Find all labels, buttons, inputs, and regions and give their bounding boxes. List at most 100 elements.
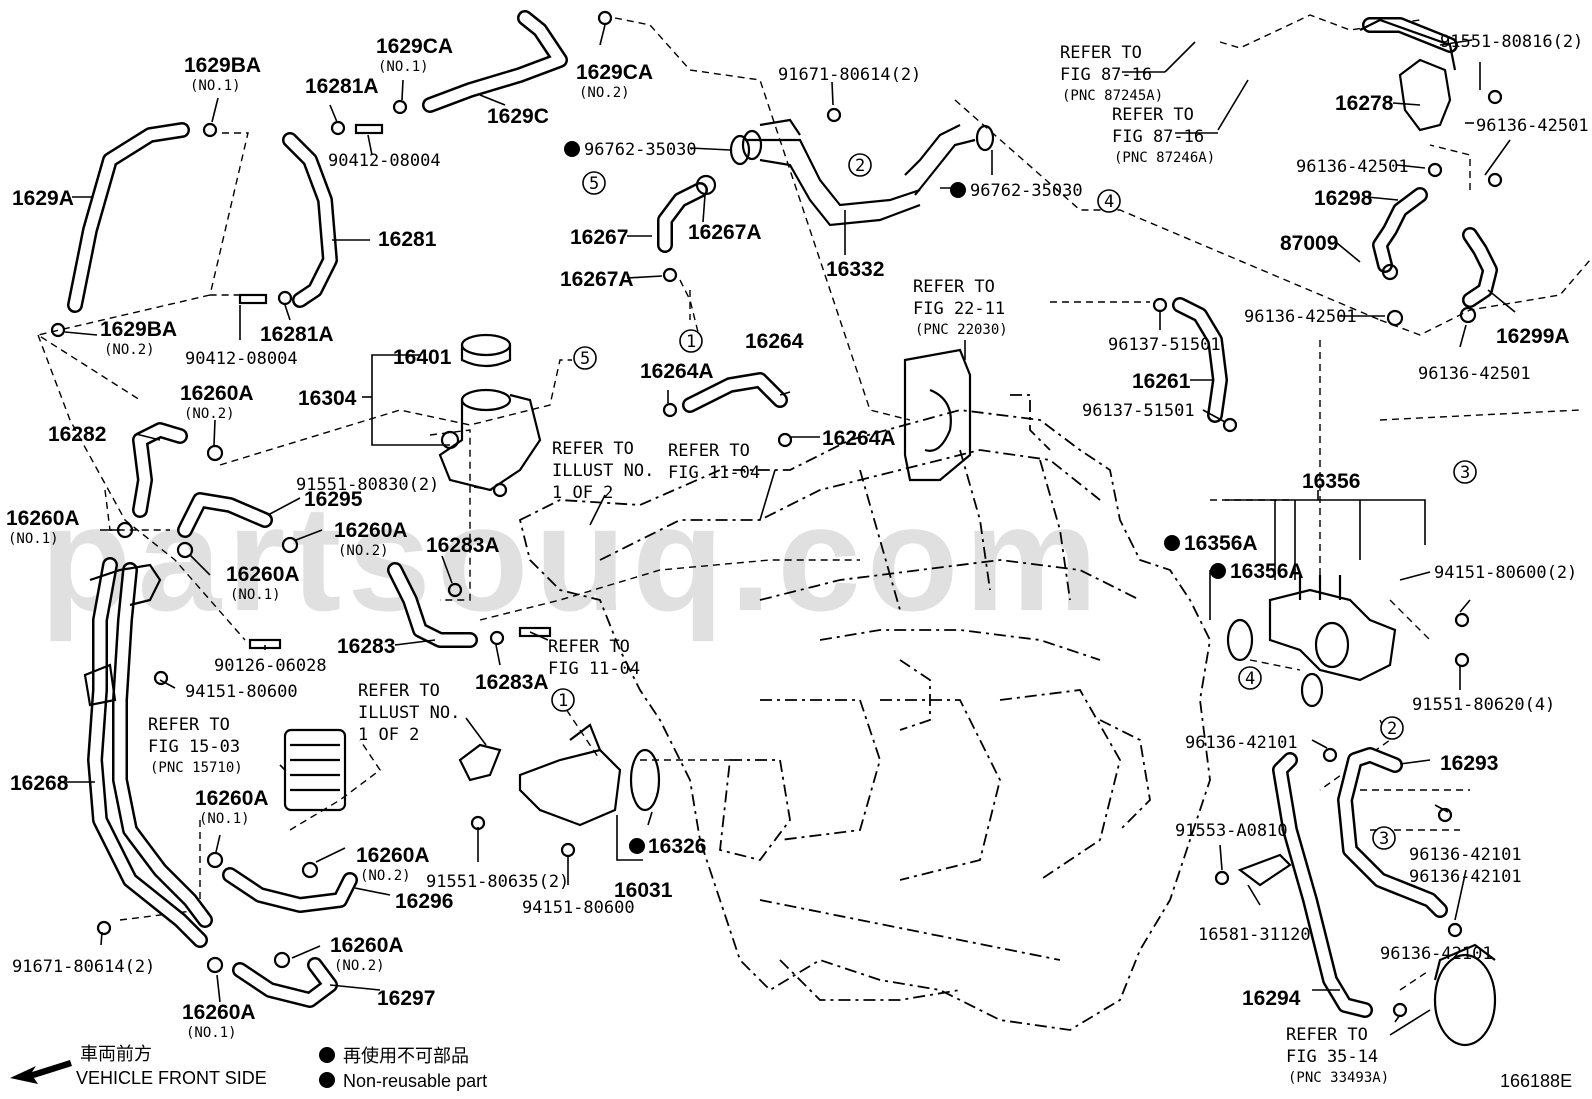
label-16332: 16332 [826, 258, 884, 281]
label-96136-42501-c: 96136-42501 [1244, 307, 1357, 327]
label-16031: 16031 [614, 879, 673, 902]
label-16304: 16304 [298, 387, 357, 410]
label-16260A-c: 16260A [334, 519, 408, 542]
svg-text:2: 2 [855, 156, 865, 176]
references: REFER TO FIG 87-16 (PNC 87245A) REFER TO… [148, 43, 1431, 1086]
label-16267A-right: 16267A [688, 221, 762, 244]
svg-text:(NO.1): (NO.1) [199, 811, 250, 827]
svg-text:(NO.1): (NO.1) [190, 78, 241, 94]
ref-fig-87-16-a: REFER TO FIG 87-16 (PNC 87245A) [1060, 43, 1163, 104]
label-16260A-b: 16260A [6, 507, 80, 530]
label-96136-42501-a: 96136-42501 [1476, 116, 1589, 136]
legend: 車両前方 VEHICLE FRONT SIDE 再使用不可部品 Non-reus… [10, 1044, 1572, 1091]
svg-text:REFER TO: REFER TO [1112, 105, 1194, 125]
svg-text:2: 2 [1387, 719, 1397, 739]
label-16260A-f: 16260A [356, 844, 430, 867]
ref-fig-15-03: REFER TO FIG 15-03 (PNC 15710) [148, 715, 243, 776]
svg-text:(NO.2): (NO.2) [360, 868, 411, 884]
svg-text:(NO.2): (NO.2) [579, 85, 630, 101]
svg-text:(NO.1): (NO.1) [378, 59, 429, 75]
svg-text:(PNC 22030): (PNC 22030) [915, 322, 1008, 338]
callout-4a: 4 [1097, 189, 1121, 213]
label-16283A-top: 16283A [426, 534, 500, 557]
ref-fig-11-04-b: REFER TO FIG 11-04 [548, 637, 640, 679]
label-96762-right: 96762-35030 [970, 181, 1083, 201]
svg-text:1 OF 2: 1 OF 2 [358, 725, 419, 745]
label-91553: 91553-A0810 [1175, 821, 1288, 841]
ref-fig-87-16-b: REFER TO FIG 87-16 (PNC 87246A) [1112, 105, 1215, 166]
svg-text:3: 3 [1379, 829, 1389, 849]
label-16264: 16264 [745, 330, 804, 353]
label-90412-top: 90412-08004 [328, 151, 441, 171]
svg-text:FIG 35-14: FIG 35-14 [1286, 1047, 1378, 1067]
label-16264A-right: 16264A [822, 427, 896, 450]
legend-nonreusable-en: Non-reusable part [343, 1071, 487, 1091]
nonreusable-dot [1164, 535, 1180, 551]
svg-text:ILLUST NO.: ILLUST NO. [358, 703, 460, 723]
label-16296: 16296 [395, 890, 453, 913]
svg-text:5: 5 [580, 349, 590, 369]
label-16282: 16282 [48, 423, 106, 446]
callout-1a: 1 [679, 329, 703, 353]
label-94151-80600-right: 94151-80600(2) [1434, 563, 1577, 583]
svg-text:(PNC 87245A): (PNC 87245A) [1062, 88, 1163, 104]
label-90412-bottom: 90412-08004 [185, 349, 298, 369]
callout-3b: 3 [1372, 826, 1396, 850]
label-91551-80620: 91551-80620(4) [1412, 695, 1555, 715]
ref-fig-11-04-a: REFER TO FIG 11-04 [668, 441, 760, 483]
label-16260A-h: 16260A [182, 1001, 256, 1024]
label-91671-80614-top: 91671-80614(2) [778, 65, 921, 85]
label-91551-80816: 91551-80816(2) [1440, 32, 1583, 52]
label-87009: 87009 [1280, 232, 1338, 255]
label-16260A-g: 16260A [330, 934, 404, 957]
label-1629A: 1629A [12, 187, 74, 210]
label-96136-42101-a: 96136-42101 [1185, 733, 1298, 753]
hoses [67, 10, 1498, 1018]
label-94151-80600-left: 94151-80600 [185, 682, 298, 702]
ref-fig-22-11: REFER TO FIG 22-11 (PNC 22030) [913, 277, 1008, 338]
label-16267: 16267 [570, 226, 628, 249]
svg-text:REFER TO: REFER TO [552, 439, 634, 459]
label-91551-80635: 91551-80635(2) [426, 872, 569, 892]
nonreusable-legend-dot-icon [319, 1047, 335, 1063]
vehicle-front-arrow-icon [10, 1060, 72, 1084]
nonreusable-dot [564, 141, 580, 157]
callout-5a: 5 [582, 171, 606, 195]
label-16356A-a: 16356A [1184, 532, 1258, 555]
nonreusable-dot [950, 182, 966, 198]
svg-text:(NO.2): (NO.2) [338, 543, 389, 559]
label-96137-bottom: 96137-51501 [1082, 401, 1195, 421]
ref-illust-b: REFER TO ILLUST NO. 1 OF 2 [358, 681, 460, 745]
label-96136-42101-b: 96136-42101 [1409, 845, 1522, 865]
nonreusable-dot [1210, 563, 1226, 579]
svg-text:REFER TO: REFER TO [358, 681, 440, 701]
svg-text:REFER TO: REFER TO [148, 715, 230, 735]
label-16281A-bottom: 16281A [260, 323, 334, 346]
label-96762-left: 96762-35030 [584, 140, 697, 160]
svg-text:REFER TO: REFER TO [1060, 43, 1142, 63]
svg-text:1 OF 2: 1 OF 2 [552, 483, 613, 503]
leader-lines [64, 24, 1516, 1023]
svg-text:REFER TO: REFER TO [1286, 1025, 1368, 1045]
svg-text:(PNC 33493A): (PNC 33493A) [1288, 1070, 1389, 1086]
label-16283A-bottom: 16283A [475, 671, 549, 694]
callout-5b: 5 [573, 346, 597, 370]
part-labels: 1629BA (NO.1) 1629A 1629BA (NO.2) 1629CA… [6, 32, 1589, 1041]
svg-text:FIG 11-04: FIG 11-04 [548, 659, 640, 679]
svg-text:1: 1 [686, 332, 696, 352]
label-16268: 16268 [10, 772, 69, 795]
nonreusable-dot [629, 838, 645, 854]
label-16283: 16283 [337, 635, 395, 658]
label-16297: 16297 [377, 987, 435, 1010]
label-16260A-e: 16260A [195, 787, 269, 810]
legend-nonreusable-jp: 再使用不可部品 [343, 1046, 469, 1066]
label-16260A-d: 16260A [226, 563, 300, 586]
svg-text:1: 1 [558, 691, 568, 711]
label-16326: 16326 [648, 835, 706, 858]
svg-text:(NO.1): (NO.1) [8, 531, 59, 547]
label-16295: 16295 [304, 488, 363, 511]
callout-2b: 2 [1380, 716, 1404, 740]
svg-text:FIG 15-03: FIG 15-03 [148, 737, 240, 757]
engine-block [518, 394, 1211, 1031]
